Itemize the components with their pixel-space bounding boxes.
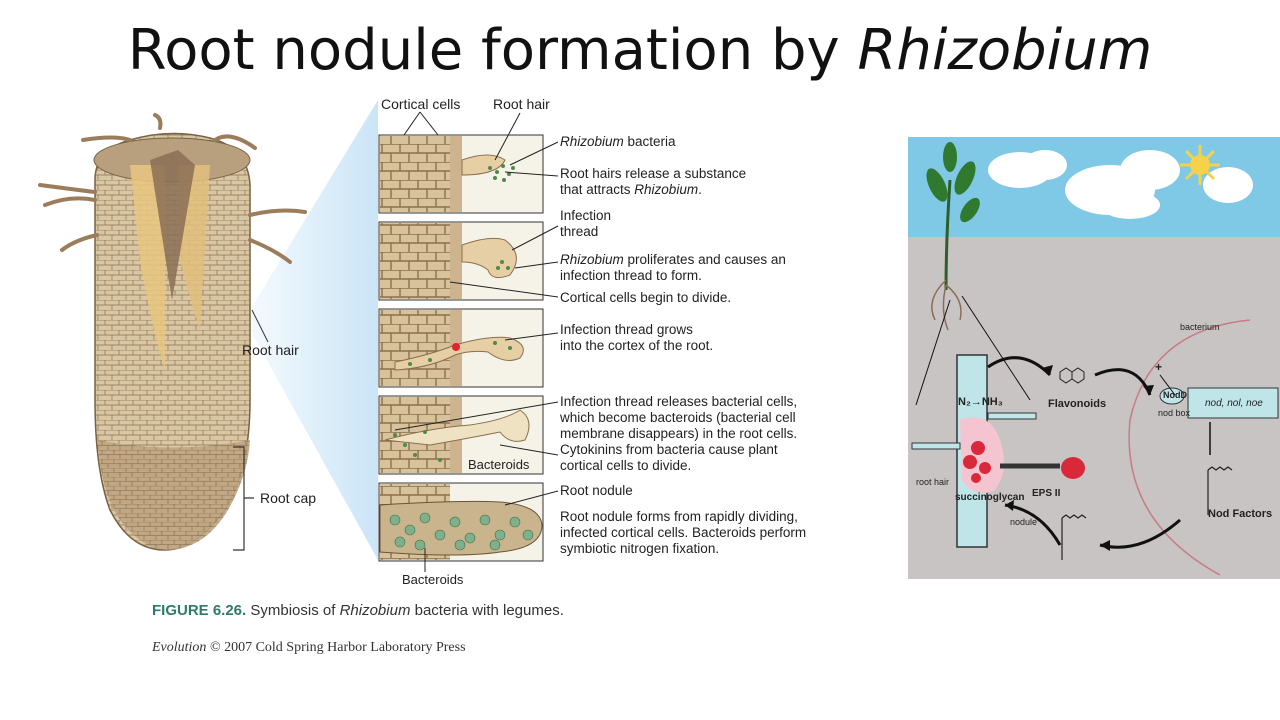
- magnification-fan: [250, 100, 378, 560]
- root-hair-label: Root hair: [242, 342, 299, 358]
- nod-factors-label: Nod Factors: [1208, 508, 1273, 520]
- panel-2-line-5: Cortical cells begin to divide.: [560, 290, 732, 305]
- title-text: Root nodule formation by: [127, 18, 858, 83]
- caption-italic: Rhizobium: [339, 602, 411, 619]
- vascular-cylinder: [130, 165, 165, 370]
- panel-5-line-1: Root nodule: [560, 483, 633, 498]
- root-hairs: [38, 113, 307, 264]
- credit-text: © 2007 Cold Spring Harbor Laboratory Pre…: [206, 640, 466, 655]
- root-hair-small-label: root hair: [916, 477, 950, 487]
- nod-box-label: nod box: [1158, 408, 1191, 418]
- bacteria-dots: [488, 164, 515, 182]
- panel-4-line-3: membrane disappears) in the root cells.: [560, 426, 798, 441]
- plus-sign: +: [1155, 360, 1163, 374]
- panel-5-line-3: Root nodule forms from rapidly dividing,: [560, 509, 798, 524]
- nodule-blob: [960, 417, 1004, 494]
- leader-lines: [394, 111, 559, 572]
- panel-4-line-4: Cytokinins from bacteria cause plant: [560, 442, 778, 457]
- nodule-red-spots: [963, 441, 991, 483]
- credit-italic: Evolution: [152, 640, 207, 655]
- root-cap-bracket: [233, 446, 254, 551]
- n2-nh3-label: N₂→NH₃: [958, 396, 1003, 408]
- panel-3-description: Infection thread grows into the cortex o…: [560, 322, 713, 354]
- nod-genes-label: nod, nol, noe: [1205, 398, 1263, 409]
- panel-2-line-4: infection thread to form.: [560, 268, 702, 283]
- panel-2-line-2: thread: [560, 224, 599, 239]
- plant-icon: [926, 142, 980, 331]
- right-diagram: [908, 137, 1280, 579]
- bacterium-label: bacterium: [1180, 322, 1220, 332]
- clouds: [988, 150, 1253, 219]
- top-root-hair-label: Root hair: [493, 96, 550, 112]
- panel-3-line-1: Infection thread grows: [560, 322, 693, 337]
- bacteroids-label-panel-4: Bacteroids: [468, 457, 530, 472]
- nodule-label: nodule: [1010, 517, 1038, 527]
- panel-2-description: Infection thread Rhizobium proliferates …: [560, 208, 786, 306]
- flavonoids-label: Flavonoids: [1048, 398, 1107, 410]
- panel-2-line-1: Infection: [560, 208, 612, 223]
- panel-5-line-5: symbiotic nitrogen fixation.: [560, 541, 720, 556]
- panel-4-line-2: which become bacteroids (bacterial cell: [560, 410, 796, 425]
- eps-label: EPS II: [1032, 488, 1061, 499]
- cortical-cells-label: Cortical cells: [381, 96, 461, 112]
- panel-1-line-4-end: .: [698, 182, 702, 197]
- panel-3-line-2: into the cortex of the root.: [560, 338, 714, 353]
- bacteroids-label-panel-5: Bacteroids: [402, 572, 464, 587]
- panel-1-description: Rhizobium bacteria Root hairs release a …: [560, 134, 746, 198]
- panel-1-line-4-italic: Rhizobium: [634, 182, 699, 197]
- panel-4-line-1: Infection thread releases bacterial cell…: [560, 394, 798, 409]
- panel-1-line-1-italic: Rhizobium: [560, 134, 624, 149]
- panel-4-description: Infection thread releases bacterial cell…: [560, 394, 797, 474]
- sun-icon: [1180, 145, 1220, 185]
- title-italic: Rhizobium: [857, 18, 1153, 83]
- panel-2-line-3-italic: Rhizobium: [560, 252, 624, 267]
- figure-caption: FIGURE 6.26. Symbiosis of Rhizobium bact…: [152, 602, 564, 619]
- panel-5-line-4: infected cortical cells. Bacteroids perf…: [560, 525, 807, 540]
- caption-text-a: Symbiosis of: [246, 602, 340, 619]
- panel-1-line-3: Root hairs release a substance: [560, 166, 747, 181]
- panel-2-line-3: proliferates and causes an: [623, 252, 786, 267]
- caption-figure-number: FIGURE 6.26.: [152, 602, 247, 619]
- root-cap-region: [98, 440, 250, 551]
- page-title: Root nodule formation by Rhizobium: [0, 18, 1280, 83]
- succinoglycan-label: succinoglycan: [955, 492, 1025, 503]
- panel-4-line-5: cortical cells to divide.: [560, 458, 692, 473]
- figure-credit: Evolution © 2007 Cold Spring Harbor Labo…: [152, 640, 466, 656]
- panel-1-line-4: that attracts: [560, 182, 635, 197]
- panel-5-description: Root nodule Root nodule forms from rapid…: [560, 483, 806, 557]
- root-cap-label: Root cap: [260, 490, 317, 506]
- nodd-label: NodD: [1163, 390, 1187, 400]
- caption-text-b: bacteria with legumes.: [410, 602, 564, 619]
- panel-1-line-1: bacteria: [623, 134, 676, 149]
- bacterium-outline: [1128, 319, 1251, 576]
